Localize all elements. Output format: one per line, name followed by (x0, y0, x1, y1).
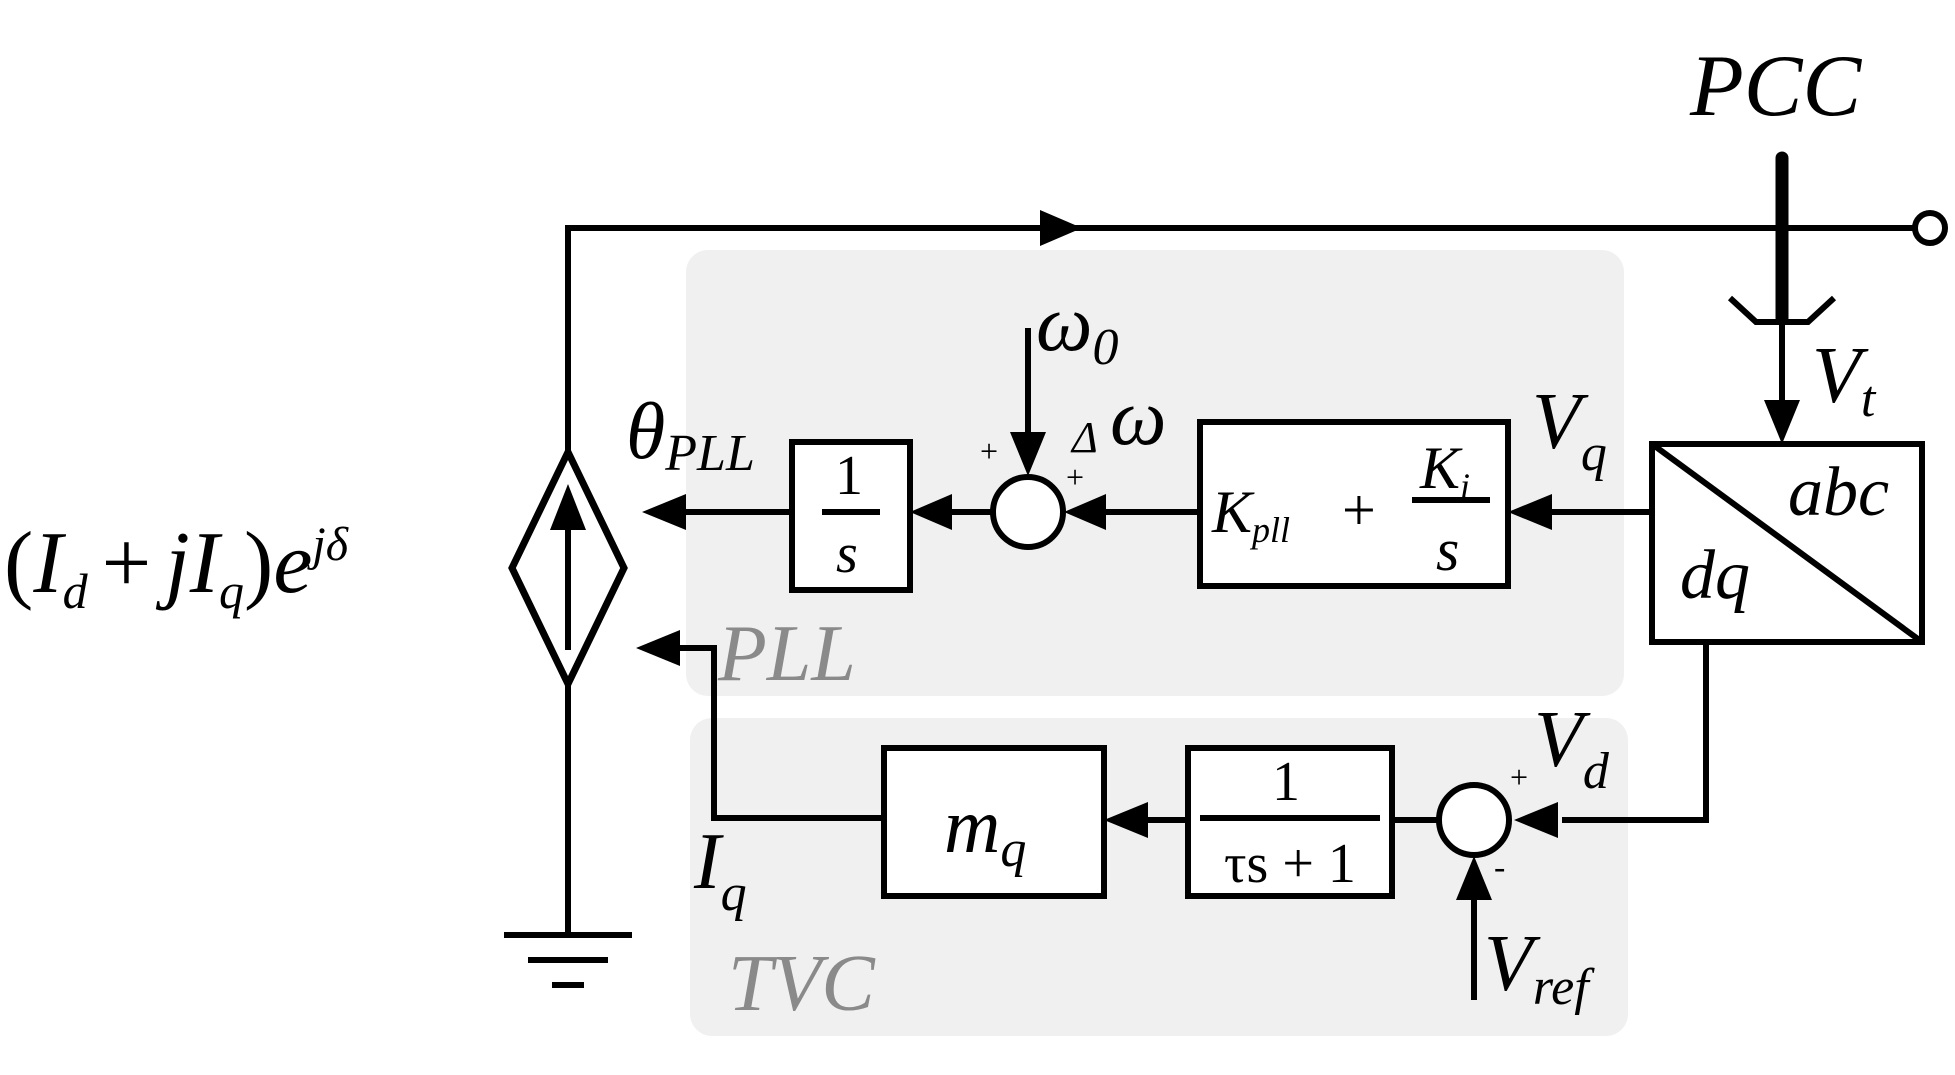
pi-controller-block (1197, 419, 1511, 589)
iq-arrow (636, 630, 680, 666)
pll-summing-junction (990, 474, 1066, 550)
theta-label: θPLL (626, 388, 755, 482)
source-formula: (Id+jIq)ejδ (4, 515, 349, 619)
integrator-block (789, 439, 913, 593)
plus-sign-right: + (1066, 459, 1084, 495)
plus-sign-vd: + (1510, 759, 1528, 795)
omega0-arrow (1010, 432, 1046, 476)
delta-omega-omega: ω (1110, 374, 1166, 462)
pi-kpll: Kpll (1211, 479, 1290, 550)
vq-label: Vq (1532, 378, 1607, 482)
transform-diagonal (1650, 441, 1924, 645)
pi-plus: + (1342, 477, 1376, 543)
filter-num: 1 (1272, 751, 1300, 813)
vd-arrow (1514, 802, 1558, 838)
filter-den: τs + 1 (1224, 833, 1356, 895)
vq-arrow (1508, 494, 1552, 530)
domega-arrow (1064, 494, 1106, 530)
vt-label: Vt (1812, 332, 1877, 428)
filter-out-arrow (1104, 802, 1148, 838)
integrator-den: s (836, 523, 858, 585)
filter-block (1185, 745, 1395, 899)
source-arrow-head (550, 484, 586, 530)
terminal-node (1912, 210, 1948, 246)
gain-label: mq (944, 782, 1026, 878)
plus-sign-top: + (980, 433, 998, 469)
abc-label: abc (1788, 454, 1889, 531)
iq-label: Iq (693, 818, 747, 922)
delta-omega-delta: Δ (1070, 413, 1098, 462)
top-wire (565, 225, 1915, 452)
tvc-summing-junction (1436, 782, 1512, 858)
vd-label: Vd (1534, 696, 1610, 800)
vd-wire (1562, 642, 1709, 823)
pi-s: s (1436, 517, 1459, 583)
gain-block (881, 745, 1107, 899)
vref-label: Vref (1484, 920, 1595, 1016)
iq-wire (680, 645, 884, 821)
vt-arrow (1764, 400, 1800, 444)
theta-arrow (642, 494, 686, 530)
pll-region-label: PLL (717, 610, 856, 698)
minus-sign: - (1494, 849, 1505, 886)
integrator-num: 1 (835, 445, 863, 507)
omega0-label: ω0 (1036, 280, 1118, 376)
pcc-label: PCC (1689, 38, 1862, 135)
dq-label: dq (1680, 537, 1750, 614)
vref-arrow (1456, 856, 1492, 900)
top-wire-arrow (1040, 210, 1082, 246)
tvc-region-label: TVC (728, 940, 876, 1028)
pi-ki: Ki (1419, 435, 1470, 506)
omega-arrow (910, 494, 952, 530)
